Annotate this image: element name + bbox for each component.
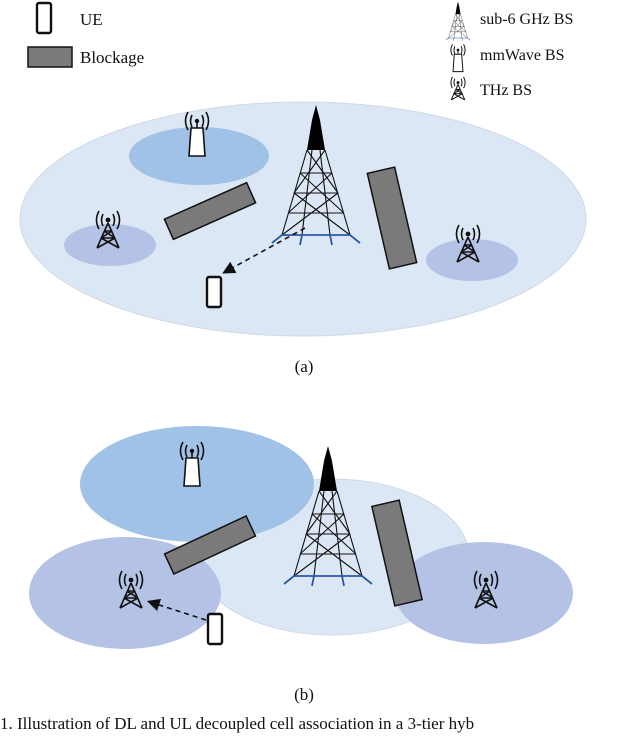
panel-a: (a)	[19, 101, 587, 376]
figure-caption: 1. Illustration of DL and UL decoupled c…	[0, 714, 475, 733]
legend-thz-icon	[450, 76, 466, 101]
panel-b: (b)	[29, 426, 573, 704]
thz-cell-left-a	[64, 224, 156, 266]
legend-blockage-icon	[27, 46, 73, 68]
legend-sub6-label: sub-6 GHz BS	[480, 11, 573, 28]
legend-ue-label: UE	[80, 10, 103, 29]
panel-a-label: (a)	[295, 357, 314, 376]
blockage-left-a	[163, 181, 257, 241]
blockage-right-b	[370, 499, 424, 607]
legend-ue-icon	[35, 1, 53, 35]
blockage-right-a	[366, 166, 418, 270]
association-link-b	[146, 598, 207, 621]
blockage-left-b	[163, 515, 257, 575]
legend-mmwave-icon	[450, 43, 466, 73]
ue-icon-b	[206, 612, 224, 646]
legend-sub6-tower-icon	[445, 1, 471, 42]
association-link-a	[222, 227, 306, 274]
thz-cell-right-a	[426, 239, 518, 281]
legend-mmwave-label: mmWave BS	[480, 47, 564, 64]
legend-blockage-label: Blockage	[80, 48, 144, 67]
legend: UE Blockage sub-6 GHz BS mmWave BS THz B…	[27, 1, 573, 101]
panel-b-label: (b)	[294, 685, 314, 704]
legend-thz-label: THz BS	[480, 82, 532, 99]
ue-icon-a	[205, 275, 223, 309]
